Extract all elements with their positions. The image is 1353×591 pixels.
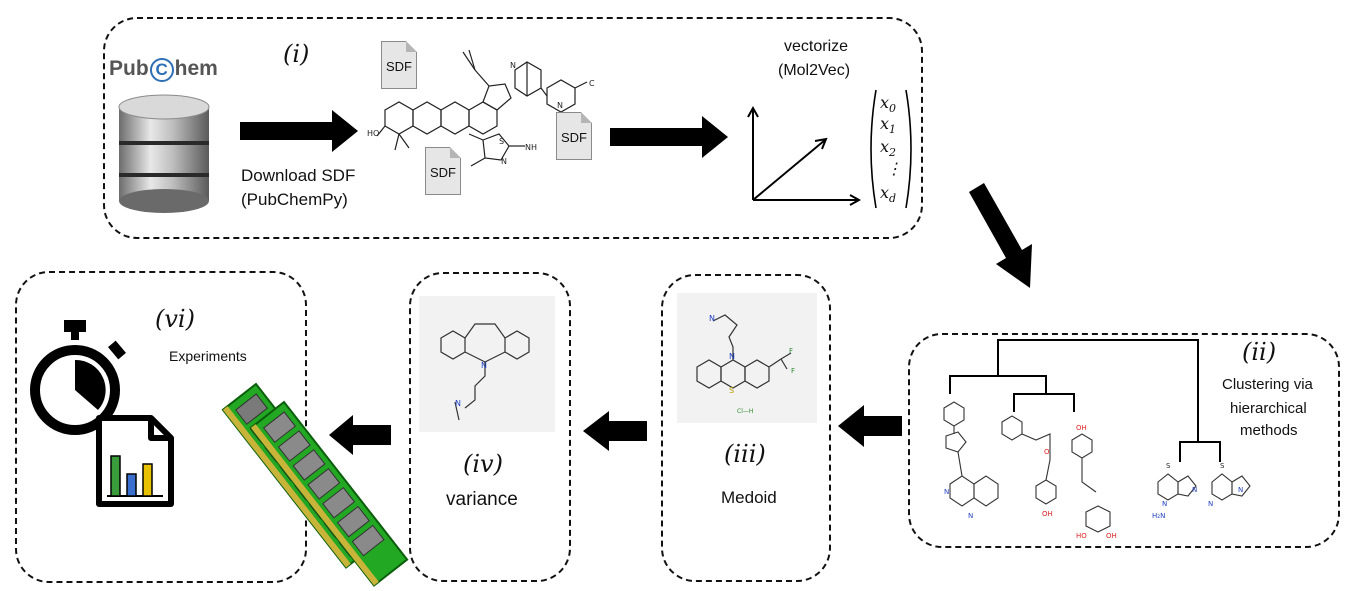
vector-entry-dots: ⋮ bbox=[886, 159, 902, 178]
svg-text:N: N bbox=[1192, 486, 1197, 494]
clustering-caption-line2: hierarchical bbox=[1230, 400, 1307, 417]
sdf-label: SDF bbox=[430, 165, 456, 180]
sdf-label: SDF bbox=[386, 59, 412, 74]
vectorize-caption-line2: (Mol2Vec) bbox=[778, 62, 851, 79]
panel-iii-label: (iii) bbox=[724, 440, 766, 468]
arrow-left-icon bbox=[583, 411, 647, 451]
svg-text:N: N bbox=[1162, 500, 1167, 508]
svg-text:N: N bbox=[501, 157, 507, 166]
svg-text:N: N bbox=[1208, 500, 1213, 508]
svg-text:HO: HO bbox=[367, 129, 379, 138]
panel-experiments bbox=[15, 271, 307, 583]
vector-entry-2: x2 bbox=[880, 137, 897, 160]
svg-text:N: N bbox=[557, 101, 563, 110]
svg-text:C: C bbox=[589, 79, 595, 88]
svg-text:S: S bbox=[499, 137, 504, 146]
svg-text:OH: OH bbox=[1106, 532, 1117, 540]
dendrogram-icon: O OH OH HO OH N N H₂N N N N N S S bbox=[943, 339, 1251, 540]
vector-entry-0: x0 bbox=[880, 93, 897, 116]
arrow-down-right-icon bbox=[969, 183, 1032, 288]
svg-text:OH: OH bbox=[1076, 424, 1087, 432]
panel-medoid bbox=[661, 274, 831, 582]
clustering-caption-line3: methods bbox=[1240, 422, 1298, 439]
svg-text:N: N bbox=[968, 512, 973, 520]
vector-bracket-icon bbox=[870, 89, 912, 209]
variance-molecule-image: N N bbox=[419, 296, 555, 432]
svg-text:F: F bbox=[789, 347, 793, 355]
vector-entry-d: xd bbox=[880, 183, 897, 206]
svg-text:OH: OH bbox=[1042, 510, 1053, 518]
svg-text:F: F bbox=[791, 367, 795, 375]
medoid-caption: Medoid bbox=[721, 488, 777, 507]
vector-entry-1: x1 bbox=[880, 114, 897, 137]
phenothiazine-molecule-icon: N S N F F Cl—H bbox=[696, 314, 795, 415]
chart-document-icon bbox=[96, 415, 174, 507]
panel-i-label: (i) bbox=[283, 40, 310, 68]
svg-text:N: N bbox=[944, 488, 949, 496]
panel-clustering bbox=[908, 333, 1340, 548]
experiments-caption: Experiments bbox=[169, 348, 247, 364]
vector-axes-icon bbox=[747, 105, 862, 206]
panel-download-vectorize bbox=[103, 17, 923, 239]
variance-caption: variance bbox=[446, 489, 518, 510]
arrow-left-icon bbox=[329, 415, 391, 455]
molecule-structures-icon: HO N N C S N NH bbox=[367, 49, 595, 167]
sdf-file-icon: SDF bbox=[425, 147, 461, 195]
panel-ii-label: (ii) bbox=[1242, 338, 1277, 366]
svg-text:N: N bbox=[709, 314, 715, 323]
ram-module-icon bbox=[221, 382, 409, 587]
svg-text:O: O bbox=[1044, 448, 1050, 456]
panel-variance bbox=[409, 272, 571, 582]
stopwatch-icon bbox=[30, 320, 126, 435]
svg-text:S: S bbox=[729, 386, 734, 395]
imipramine-molecule-icon: N N bbox=[440, 323, 530, 421]
svg-text:N: N bbox=[510, 61, 516, 70]
medoid-molecule-image: N S N F F Cl—H bbox=[677, 293, 817, 423]
download-caption-line1: Download SDF bbox=[241, 166, 356, 185]
sdf-file-icon: SDF bbox=[556, 112, 592, 160]
sdf-label: SDF bbox=[561, 130, 587, 145]
svg-text:NH: NH bbox=[525, 143, 537, 152]
svg-text:N: N bbox=[481, 361, 487, 370]
svg-text:H₂N: H₂N bbox=[1152, 512, 1165, 520]
svg-text:S: S bbox=[1166, 462, 1171, 470]
vectorize-caption-line1: vectorize bbox=[784, 38, 849, 55]
arrow-right-icon bbox=[610, 116, 728, 158]
svg-text:N: N bbox=[455, 399, 461, 408]
panel-iv-label: (iv) bbox=[463, 450, 503, 478]
arrow-left-icon bbox=[838, 405, 902, 447]
panel-vi-label: (vi) bbox=[155, 305, 195, 333]
svg-text:HO: HO bbox=[1076, 532, 1087, 540]
svg-text:N: N bbox=[1238, 486, 1243, 494]
svg-text:S: S bbox=[1220, 462, 1225, 470]
sdf-file-icon: SDF bbox=[381, 41, 417, 89]
svg-text:Cl—H: Cl—H bbox=[737, 408, 753, 415]
clustering-caption-line1: Clustering via bbox=[1222, 376, 1313, 393]
database-icon bbox=[118, 94, 210, 213]
arrow-right-icon bbox=[240, 110, 358, 152]
svg-text:N: N bbox=[729, 352, 735, 361]
download-caption-line2: (PubChemPy) bbox=[241, 190, 348, 209]
